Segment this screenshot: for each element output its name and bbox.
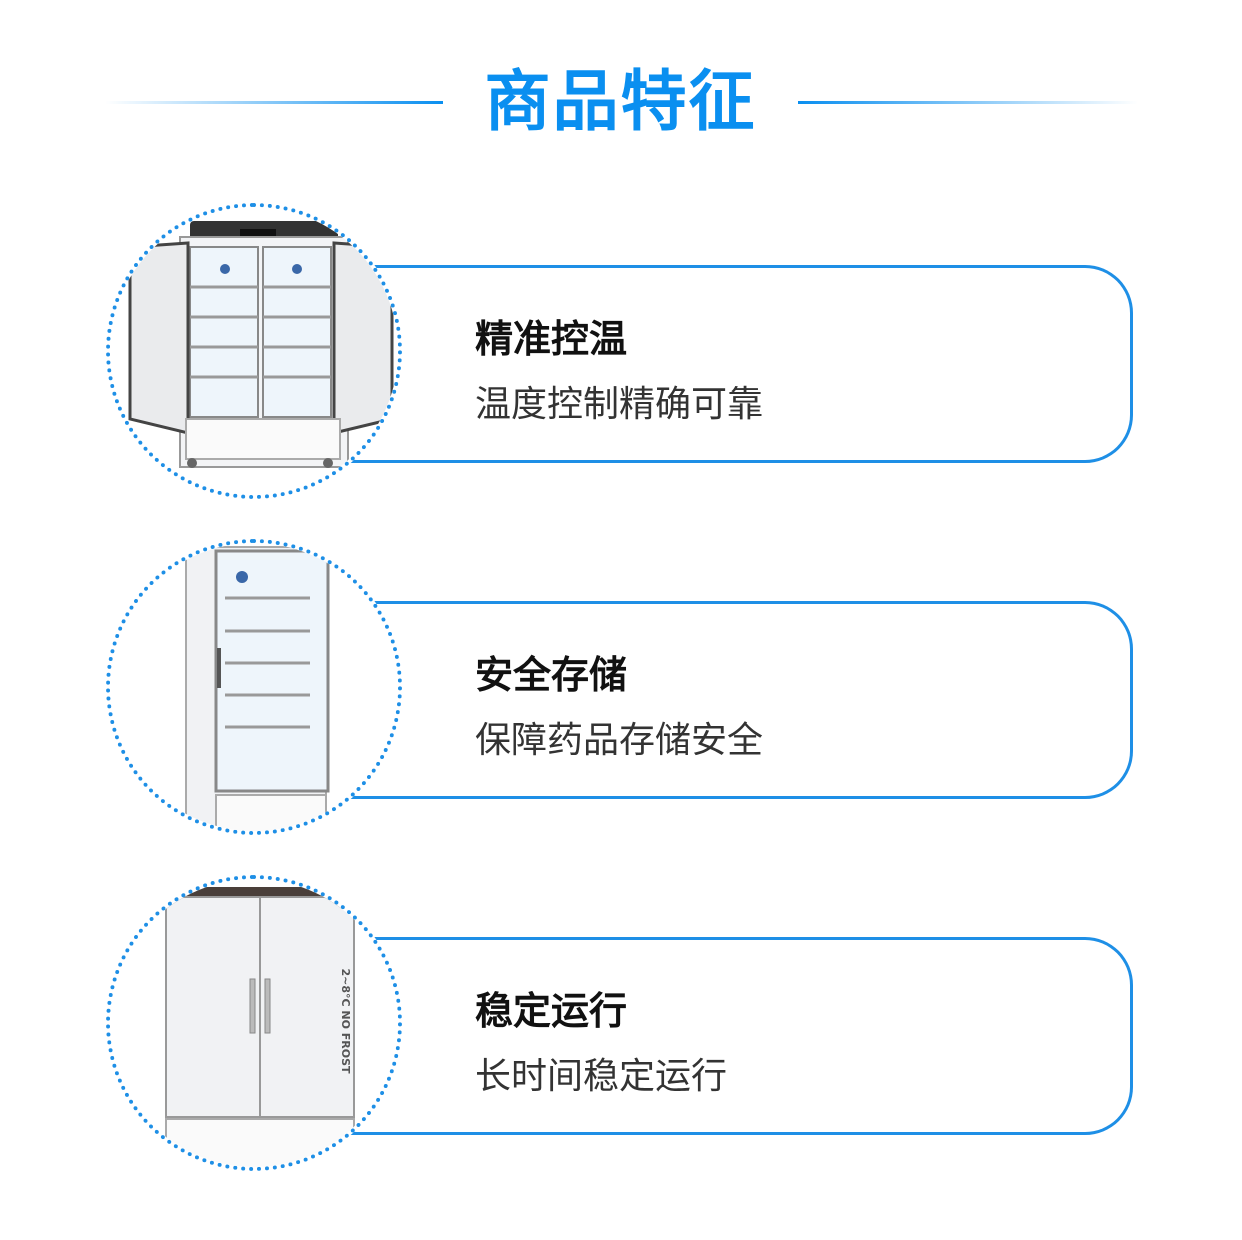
feature-description: 长时间稳定运行 [475, 1056, 728, 1097]
section-header: 商品特征 [0, 0, 1242, 200]
feature-title: 稳定运行 [475, 989, 628, 1033]
header-divider-left [105, 101, 443, 104]
fridge-image-frame [106, 203, 402, 499]
feature-card-frame [327, 601, 1133, 799]
feature-card-operation: 2~8°C NO FROST 稳定运行 长时间稳定运行 [0, 875, 1242, 1175]
feature-description: 温度控制精确可靠 [475, 384, 764, 425]
page-title: 商品特征 [484, 63, 757, 140]
fridge-image-frame: 2~8°C NO FROST [106, 875, 402, 1171]
double-door-fridge-open-icon [128, 221, 394, 468]
single-glass-door-fridge-icon [185, 546, 330, 831]
feature-card-frame [327, 265, 1133, 463]
feature-title: 精准控温 [475, 317, 628, 361]
feature-title: 安全存储 [475, 653, 628, 697]
feature-description: 保障药品存储安全 [475, 720, 764, 761]
feature-card-temperature: 精准控温 温度控制精确可靠 [0, 203, 1242, 503]
feature-card-frame [327, 937, 1133, 1135]
fridge-image-frame [106, 539, 402, 835]
double-door-fridge-closed-icon: 2~8°C NO FROST [160, 887, 360, 1167]
feature-card-storage: 安全存储 保障药品存储安全 [0, 539, 1242, 839]
header-divider-right [798, 101, 1138, 104]
fridge-spec-label: 2~8°C NO FROST [339, 968, 352, 1074]
